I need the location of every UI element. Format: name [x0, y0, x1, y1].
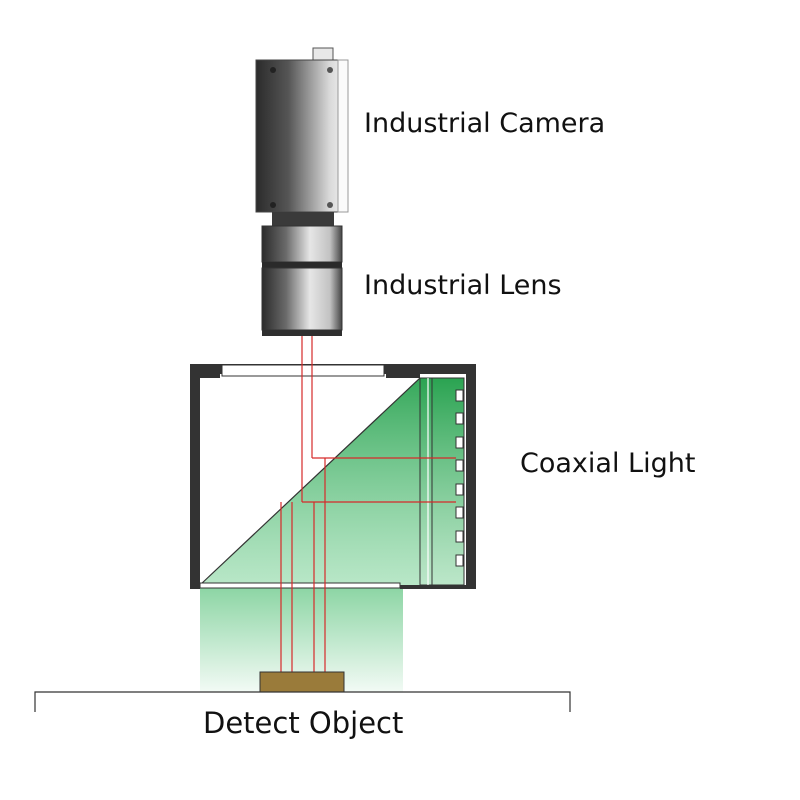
label-coaxial-light: Coaxial Light	[520, 448, 696, 479]
led-array	[455, 389, 464, 567]
bottom-window	[199, 582, 401, 589]
screw-icon	[327, 202, 333, 208]
screw-icon	[270, 67, 276, 73]
stage-surface	[34, 691, 571, 712]
detect-object	[259, 671, 345, 693]
industrial-camera	[255, 47, 349, 226]
screw-icon	[270, 202, 276, 208]
label-detect-object: Detect Object	[203, 706, 404, 740]
coaxial-light	[190, 364, 476, 589]
industrial-lens	[261, 225, 343, 336]
light-rays	[280, 336, 456, 672]
led-panel	[419, 377, 465, 586]
label-industrial-camera: Industrial Camera	[364, 108, 606, 139]
screw-icon	[327, 67, 333, 73]
top-window	[221, 364, 385, 377]
label-industrial-lens: Industrial Lens	[364, 270, 562, 301]
